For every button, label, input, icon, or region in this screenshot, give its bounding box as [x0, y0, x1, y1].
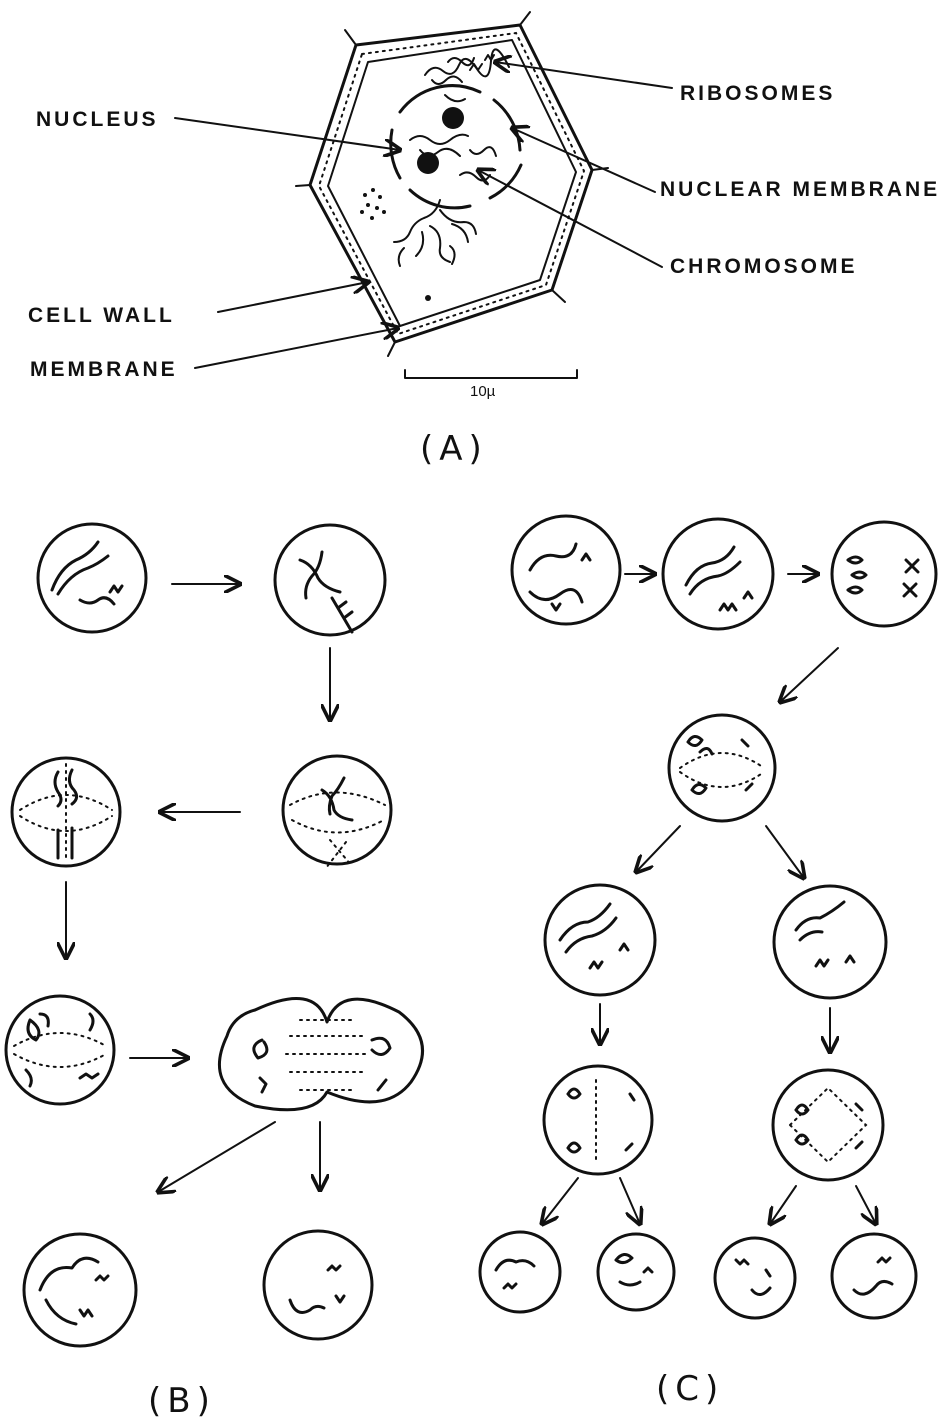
spindle-c4 [680, 753, 764, 787]
caption-c: (C) [656, 1369, 724, 1409]
label-ribosomes: RIBOSOMES [680, 82, 835, 105]
cell-c9 [480, 1232, 560, 1312]
cell-wall-outline [310, 25, 592, 342]
cell-c3 [832, 522, 936, 626]
label-chromosome: CHROMOSOME [670, 255, 858, 278]
spindle-b5 [14, 1033, 106, 1067]
cell-c12 [832, 1234, 916, 1318]
endoplasmic-reticulum [394, 200, 476, 266]
caption-a: (A) [420, 429, 488, 469]
chromatin-c2 [686, 547, 752, 610]
label-nuclear-membrane: NUCLEAR MEMBRANE [660, 178, 940, 201]
nucleus-leader [175, 118, 400, 150]
arrow-c4-c6 [766, 826, 804, 878]
cell-c7 [544, 1066, 652, 1174]
cell-b8 [264, 1231, 372, 1339]
nucleolus-1 [442, 107, 464, 129]
wall-corner-marks [296, 12, 608, 356]
scale-bar-label: 10µ [470, 383, 496, 400]
chromatin-c11 [736, 1260, 770, 1295]
chromatin-b8 [290, 1266, 344, 1312]
chromatin-b1 [52, 542, 122, 604]
chromosome-b3 [322, 778, 352, 820]
chromosomes-c4 [688, 736, 752, 793]
label-membrane: MEMBRANE [30, 358, 178, 381]
arrow-c7-c9 [542, 1178, 578, 1224]
panel-b-mitosis: (B) [6, 524, 423, 1419]
ribosome-cluster [425, 49, 509, 84]
scale-bar [405, 370, 577, 378]
cell-c4 [669, 715, 775, 821]
membrane-leader [195, 328, 398, 368]
chromatin-c6 [796, 902, 854, 966]
nuclear-membrane-leader [512, 128, 655, 192]
chromosome-b2 [300, 552, 352, 632]
arrow-c8-c12 [856, 1186, 876, 1224]
nuclear-membrane [391, 86, 521, 208]
arrow-c3-c4 [780, 648, 838, 702]
spindle-b6 [286, 1020, 368, 1090]
arrow-c4-c5 [636, 826, 680, 872]
cell-b3 [283, 756, 391, 864]
spindle-b4 [20, 764, 112, 862]
chromatin-c9 [496, 1260, 534, 1288]
chromatin-c12 [854, 1258, 892, 1294]
cell-wall-leader [218, 282, 368, 312]
bivalents-c3 [848, 557, 918, 596]
arrow-c8-c11 [770, 1186, 796, 1224]
arrow-c7-c10 [620, 1178, 640, 1224]
wall-stipple [319, 33, 584, 334]
stipple-cluster [360, 188, 386, 220]
cell-b5 [6, 996, 114, 1104]
chromatin-c1 [530, 544, 590, 610]
plant-cell-figure: NUCLEUS RIBOSOMES NUCLEAR MEMBRANE CHROM… [28, 12, 940, 469]
chromatin-b7 [40, 1258, 108, 1324]
caption-b: (B) [148, 1381, 216, 1419]
chromatin-c10 [616, 1254, 652, 1285]
cell-c1 [512, 516, 620, 624]
cell-c6 [774, 886, 886, 998]
label-cell-wall: CELL WALL [28, 304, 175, 327]
ribosomes-leader [495, 62, 672, 88]
chromosomes-b6 [254, 1038, 390, 1092]
chromosome-leader [478, 170, 662, 267]
chromosomes-c7 [568, 1089, 634, 1152]
spindle-c8 [790, 1088, 866, 1162]
chromatin-c5 [560, 904, 628, 968]
small-granule [425, 295, 431, 301]
label-nucleus: NUCLEUS [36, 108, 159, 131]
cell-b1 [38, 524, 146, 632]
cell-c2 [663, 519, 773, 629]
panel-c-meiosis: (C) [480, 516, 936, 1409]
cell-b2 [275, 525, 385, 635]
cell-c10 [598, 1234, 674, 1310]
cell-c11 [715, 1238, 795, 1318]
arrow-b6-b7 [158, 1122, 275, 1192]
spindle-b3 [290, 793, 385, 869]
chromosomes-b5 [26, 1014, 98, 1086]
